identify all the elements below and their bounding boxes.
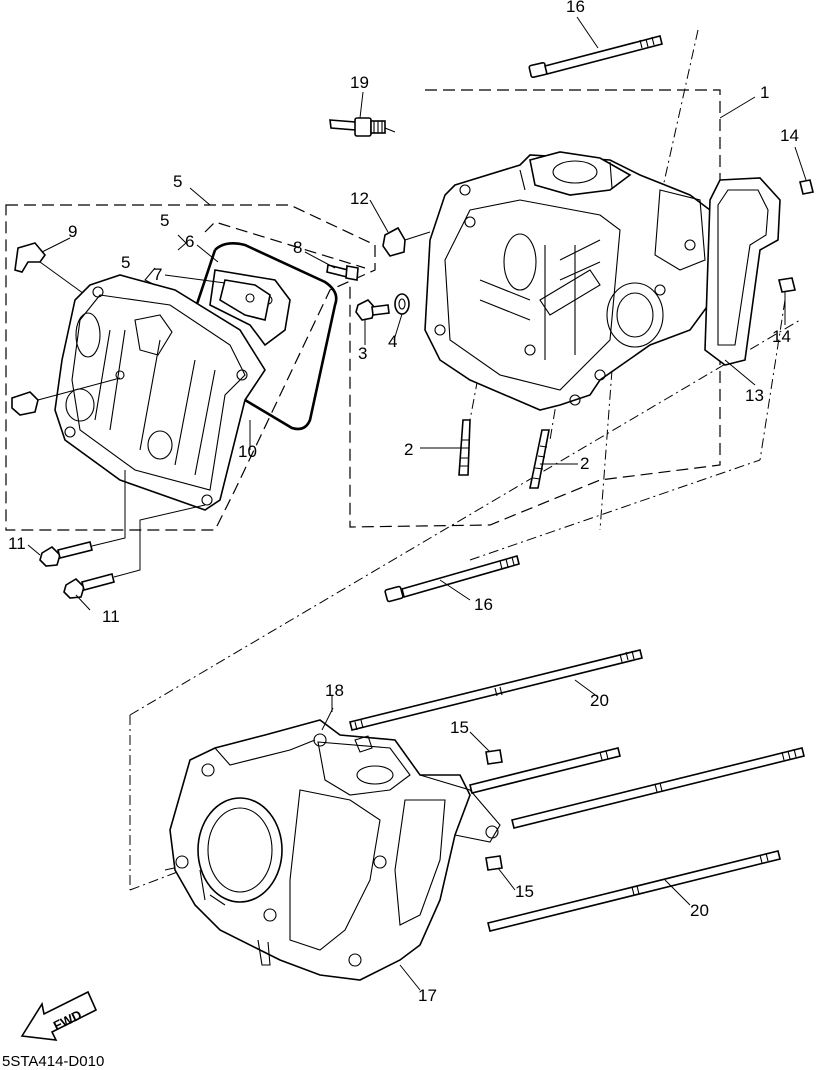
callout-labels: 16 1 19 14 5 12 9 5 6 8 5 7 3 4 14 13 10… — [8, 0, 799, 1005]
callout-11: 11 — [102, 607, 120, 626]
callout-15: 15 — [515, 882, 534, 901]
part-2-stud-right — [529, 429, 550, 489]
part-14-dowel-upper — [799, 179, 814, 195]
callout-5: 5 — [121, 253, 130, 272]
callout-20: 20 — [590, 691, 609, 710]
callout-15: 15 — [450, 718, 469, 737]
callout-10: 10 — [238, 442, 257, 461]
callout-8: 8 — [293, 238, 302, 257]
callout-14: 14 — [772, 327, 791, 346]
callout-16: 16 — [566, 0, 585, 16]
part-17-cylinder — [169, 719, 501, 981]
callout-7: 7 — [153, 265, 162, 284]
callout-20: 20 — [690, 901, 709, 920]
cover-fitting — [11, 377, 121, 416]
callout-leaders — [27, 16, 807, 991]
callout-16: 16 — [474, 595, 493, 614]
part-11-bolt-upper — [39, 470, 126, 567]
part-20-stud-4 — [487, 850, 781, 932]
callout-17: 17 — [418, 986, 437, 1005]
part-4-washer — [394, 293, 410, 315]
part-2-stud-left — [458, 419, 471, 476]
part-20-stud-2 — [469, 747, 621, 794]
part-12-cap — [382, 226, 431, 257]
part-20-stud-3 — [511, 747, 805, 829]
callout-4: 4 — [388, 332, 397, 351]
part-19-spark-plug — [329, 117, 396, 137]
callout-18: 18 — [325, 681, 344, 700]
cylinder-head-group-outline — [349, 89, 721, 528]
callout-5: 5 — [160, 211, 169, 230]
callout-9: 9 — [68, 222, 77, 241]
callout-19: 19 — [350, 73, 369, 92]
part-15-dowel-lower — [485, 855, 503, 871]
head-cover — [54, 274, 266, 511]
callout-6: 6 — [185, 232, 194, 251]
part-15-dowel-upper — [485, 749, 503, 765]
part-11-bolt-lower — [63, 504, 206, 599]
forward-arrow-icon: FWD — [20, 990, 98, 1041]
part-16-bolt-lower — [384, 555, 520, 603]
part-7-plate — [219, 279, 271, 321]
part-20-stud-1 — [349, 649, 643, 731]
part-13-gasket — [704, 177, 781, 366]
part-3-bolt — [355, 299, 390, 321]
callout-12: 12 — [350, 189, 369, 208]
part-18-dowel — [321, 707, 334, 731]
callout-3: 3 — [358, 344, 367, 363]
callout-2: 2 — [580, 454, 589, 473]
part-16-bolt-upper — [528, 35, 663, 79]
drawing-code: 5STA414-D010 — [2, 1053, 104, 1070]
part-1-cylinder-head — [424, 151, 713, 411]
part-14-dowel-lower — [778, 277, 796, 293]
part-8-bolt — [326, 264, 359, 281]
callout-5: 5 — [173, 172, 182, 191]
callout-14: 14 — [780, 126, 799, 145]
callout-2: 2 — [404, 440, 413, 459]
callout-13: 13 — [745, 386, 764, 405]
callout-11: 11 — [8, 534, 26, 553]
head-cover-group-outline — [5, 204, 376, 531]
callout-1: 1 — [760, 83, 769, 102]
